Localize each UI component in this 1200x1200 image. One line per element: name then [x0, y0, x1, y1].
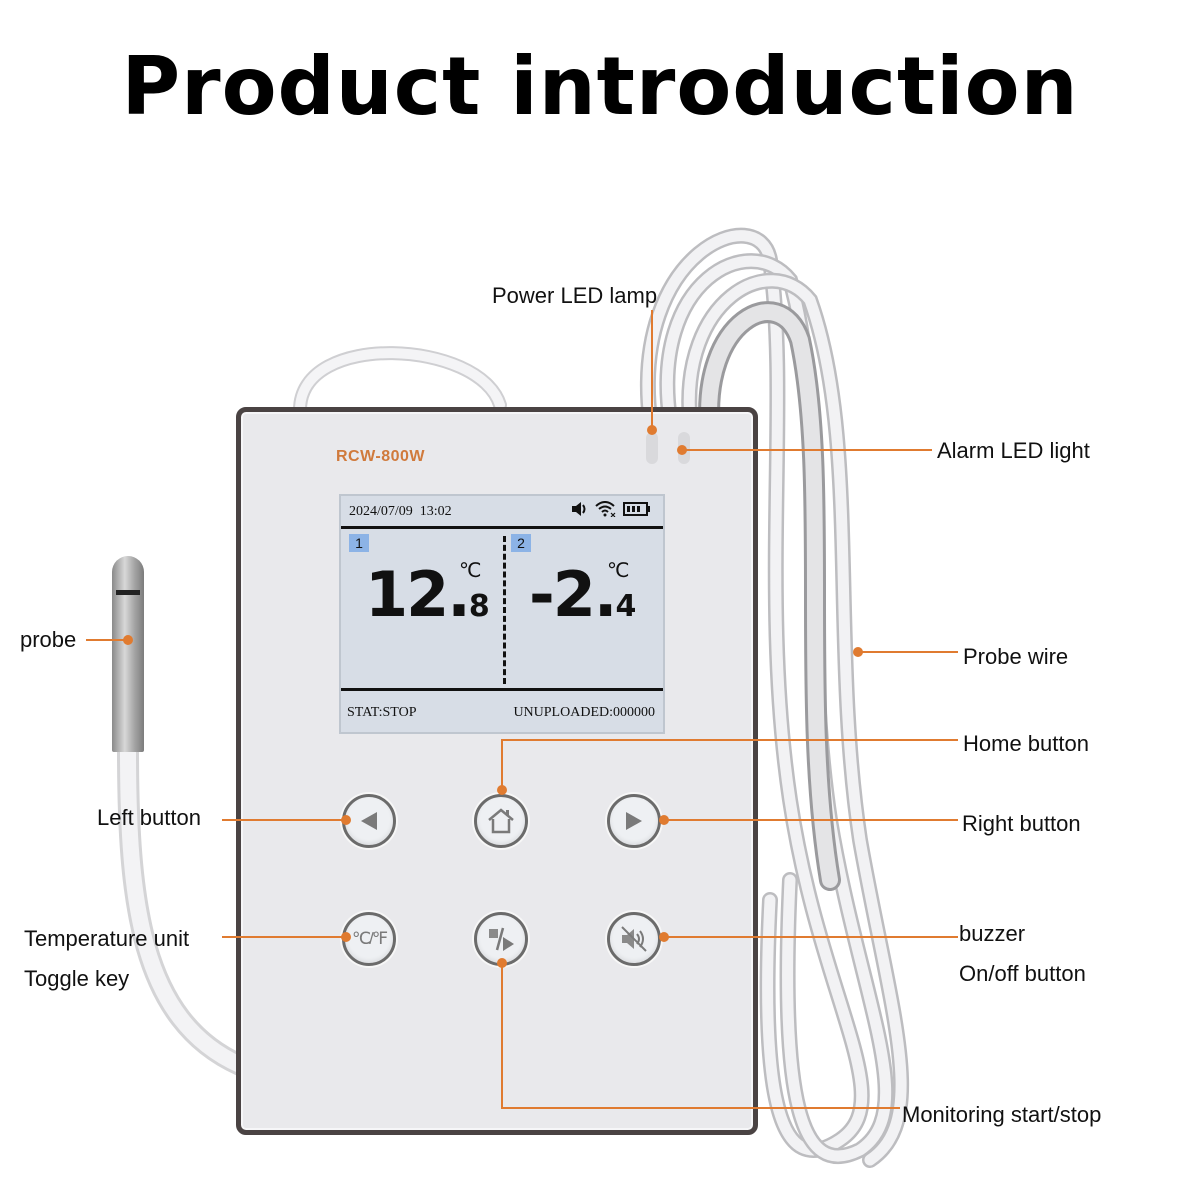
probe-sensor-band — [116, 590, 140, 595]
temperature-unit-toggle-button[interactable]: ℃/℉ — [342, 912, 396, 966]
lcd-screen: 2024/07/09 13:02 1 2 12.8 ℃ -2.4 ℃ STAT:… — [339, 494, 665, 734]
model-label: RCW-800W — [336, 448, 426, 465]
screen-time: 13:02 — [419, 504, 452, 519]
callout-monitoring: Monitoring start/stop — [902, 1102, 1102, 1127]
left-button[interactable] — [342, 794, 396, 848]
screen-footer: STAT:STOP UNUPLOADED:000000 — [341, 688, 663, 735]
channel-1-value-dec: 8 — [468, 589, 490, 624]
home-button[interactable] — [474, 794, 528, 848]
callout-probe-wire: Probe wire — [963, 644, 1069, 669]
callout-right-button: Right button — [962, 811, 1081, 836]
status-icons — [571, 501, 651, 517]
page-title: Product introduction — [121, 40, 1079, 133]
callout-temp-unit-line1: Temperature unit — [24, 926, 190, 951]
triangle-right-icon — [626, 812, 642, 830]
speaker-icon — [572, 502, 586, 516]
channel-2-unit: ℃ — [607, 558, 630, 582]
channel-1-temperature: 12.8 ℃ — [365, 558, 490, 631]
triangle-left-icon — [361, 812, 377, 830]
screen-date: 2024/07/09 — [349, 504, 413, 519]
home-icon — [488, 808, 514, 834]
buzzer-on-off-button[interactable] — [607, 912, 661, 966]
wifi-disconnected-icon — [595, 501, 616, 517]
callout-buzzer-line1: buzzer — [959, 921, 1026, 946]
stop-play-icon — [489, 927, 514, 951]
channel-1-unit: ℃ — [459, 558, 482, 582]
stat-text: STAT:STOP — [347, 705, 417, 720]
speaker-mute-icon — [621, 926, 647, 952]
device-body: RCW-800W 2024/07/09 13:02 1 2 12.8 ℃ -2.… — [236, 407, 758, 1135]
callout-temp-unit-line2: Toggle key — [24, 966, 130, 991]
channel-2-temperature: -2.4 ℃ — [529, 558, 636, 631]
channel-1-badge: 1 — [349, 534, 369, 552]
channel-2-value-dec: 4 — [615, 589, 637, 624]
celsius-fahrenheit-icon: ℃/℉ — [352, 929, 388, 948]
callout-probe: probe — [20, 627, 77, 652]
callout-power-led: Power LED lamp — [492, 283, 658, 308]
callout-home-button: Home button — [963, 731, 1089, 756]
channel-divider — [503, 536, 506, 684]
screen-datetime: 2024/07/09 13:02 — [349, 504, 452, 520]
screen-header: 2024/07/09 13:02 — [341, 496, 663, 529]
power-led — [646, 432, 658, 464]
channel-2-badge: 2 — [511, 534, 531, 552]
channel-2-value-int: -2. — [529, 558, 617, 631]
battery-icon — [623, 502, 650, 516]
channel-1-value-int: 12. — [365, 558, 471, 631]
callout-buzzer-line2: On/off button — [959, 961, 1086, 986]
unuploaded-count: UNUPLOADED:000000 — [513, 705, 655, 720]
callout-alarm-led: Alarm LED light — [937, 438, 1090, 463]
probe-body — [112, 556, 144, 752]
callout-left-button: Left button — [97, 805, 201, 830]
